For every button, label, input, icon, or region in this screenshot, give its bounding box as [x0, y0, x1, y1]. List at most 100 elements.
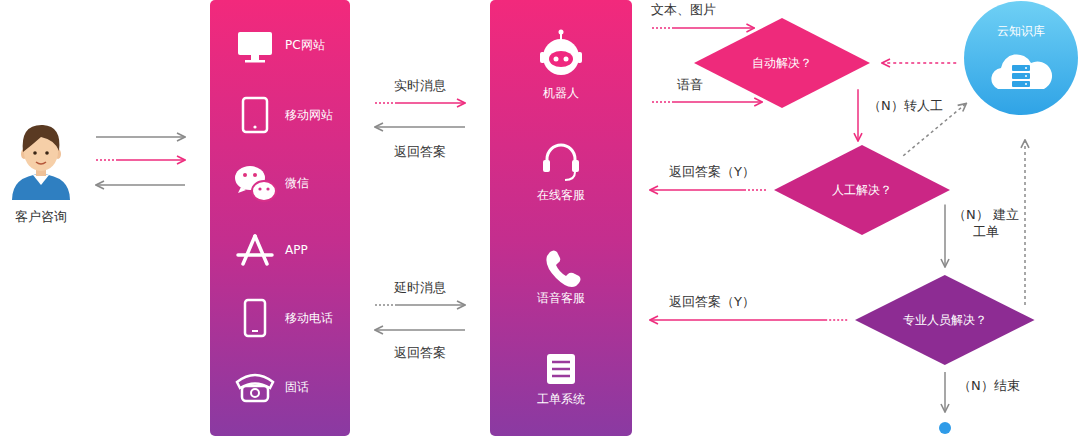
- icon-part: [554, 57, 559, 62]
- node-text: 语音客服: [537, 291, 585, 305]
- edge-label: （N）转人工: [868, 98, 943, 115]
- edge-label: 返回答案（Y）: [669, 294, 755, 311]
- connector-arrow: [650, 319, 847, 321]
- icon-part: [255, 236, 267, 264]
- node-text: 专业人员解决？: [903, 313, 987, 327]
- icon-part: [252, 181, 276, 201]
- icon-part: [23, 125, 60, 152]
- icon-part: [552, 368, 570, 371]
- knowledge-cloud: 云知识库: [964, 1, 1078, 115]
- icon-part: [559, 30, 564, 35]
- icon-part: [552, 375, 570, 378]
- icon-part: [1025, 83, 1027, 85]
- end-label: （N）结束: [958, 378, 1020, 395]
- icon-part: [547, 354, 575, 384]
- icon-part: [1025, 75, 1027, 77]
- node-text: PC网站: [285, 38, 325, 52]
- connector-arrow: [650, 189, 766, 191]
- icon-part: [243, 173, 247, 177]
- node-text: 移动网站: [285, 108, 333, 122]
- diamond-outline: [855, 275, 1035, 365]
- node-text: APP: [285, 243, 308, 257]
- channel-panel: PC网站移动网站微信 APP 移动电话固话: [210, 0, 350, 436]
- node-text: 固话: [285, 380, 309, 394]
- icon-part: [543, 160, 550, 172]
- end-dot: [939, 422, 951, 434]
- connector-arrow: [375, 126, 465, 128]
- node-text: 工单系统: [537, 392, 585, 406]
- edge-label: 返回答案（Y）: [669, 164, 755, 181]
- icon-part: [238, 236, 272, 264]
- icon-part: [45, 151, 49, 155]
- icon-part: [1012, 73, 1030, 79]
- icon-part: [238, 253, 272, 257]
- icon-part: [549, 51, 573, 67]
- connector-arrow: [96, 159, 185, 161]
- node-text: 机器人: [543, 86, 579, 100]
- node-text: 移动电话: [285, 311, 333, 325]
- edge-label: 语音: [677, 77, 703, 94]
- icon-part: [253, 173, 257, 177]
- connector-arrow: [375, 304, 465, 306]
- diamond-outline: [774, 145, 950, 235]
- connector-arrow: [96, 184, 185, 186]
- connector-arrow: [857, 89, 859, 141]
- edge-label: 延时消息: [394, 280, 446, 297]
- icon-part: [33, 151, 37, 155]
- edge-label: 实时消息: [394, 78, 446, 95]
- edge-label: 返回答案: [394, 144, 446, 161]
- customer-figure: 客户咨询: [0, 118, 82, 230]
- icon-part: [36, 162, 46, 164]
- icon-part: [253, 125, 256, 128]
- decision-diamond: 人工解决？: [774, 145, 950, 235]
- icon-part: [1012, 81, 1030, 87]
- channel-panel-shape: [210, 0, 350, 436]
- connector-arrow: [944, 205, 946, 267]
- icon-part: [242, 386, 268, 401]
- connector-arrow: [375, 329, 465, 331]
- edge-label: 文本、图片: [651, 2, 716, 19]
- connector-arrow: [652, 27, 754, 29]
- panel-background: [490, 0, 632, 436]
- icon-art: [235, 32, 276, 401]
- icon-part: [543, 39, 579, 75]
- icon-art: [12, 125, 70, 200]
- icon-part: [238, 32, 272, 55]
- diamond-outline: [694, 18, 870, 108]
- icon-part: [1012, 65, 1030, 71]
- node-text: 人工解决？: [832, 183, 892, 197]
- edge-label: 返回答案: [394, 345, 446, 362]
- icon-part: [1025, 67, 1027, 85]
- icon-part: [546, 251, 580, 288]
- icon-part: [33, 175, 49, 185]
- icon-part: [251, 55, 259, 60]
- icon-part: [252, 330, 258, 332]
- icon-art: [540, 30, 582, 385]
- connector-arrow: [375, 102, 465, 104]
- icon-part: [1012, 65, 1030, 87]
- knowledge-cloud-shape: [964, 1, 1078, 115]
- node-text: 自动解决？: [752, 56, 812, 70]
- connector-arrow: [882, 62, 956, 64]
- end-arrow: [944, 372, 946, 412]
- icon-part: [552, 361, 570, 364]
- service-panel: 机器人在线客服语音客服工单系统: [490, 0, 632, 436]
- connector-arrow: [1024, 140, 1026, 305]
- icon-part: [565, 172, 575, 180]
- node-text: 云知识库: [997, 24, 1045, 38]
- decision-diamond: 自动解决？: [694, 18, 870, 108]
- service-panel-shape: [490, 0, 632, 436]
- icon-part: [243, 236, 255, 264]
- circle-outline: [964, 1, 1078, 115]
- icon-part: [564, 57, 569, 62]
- icon-part: [245, 300, 265, 336]
- icon-part: [245, 60, 265, 63]
- icon-part: [552, 362, 570, 376]
- connector-arrow: [652, 101, 762, 103]
- panel-background: [210, 0, 350, 436]
- icon-part: [572, 160, 579, 172]
- node-text: 微信: [285, 176, 309, 190]
- icon-part: [258, 187, 261, 190]
- icon-part: [991, 54, 1052, 89]
